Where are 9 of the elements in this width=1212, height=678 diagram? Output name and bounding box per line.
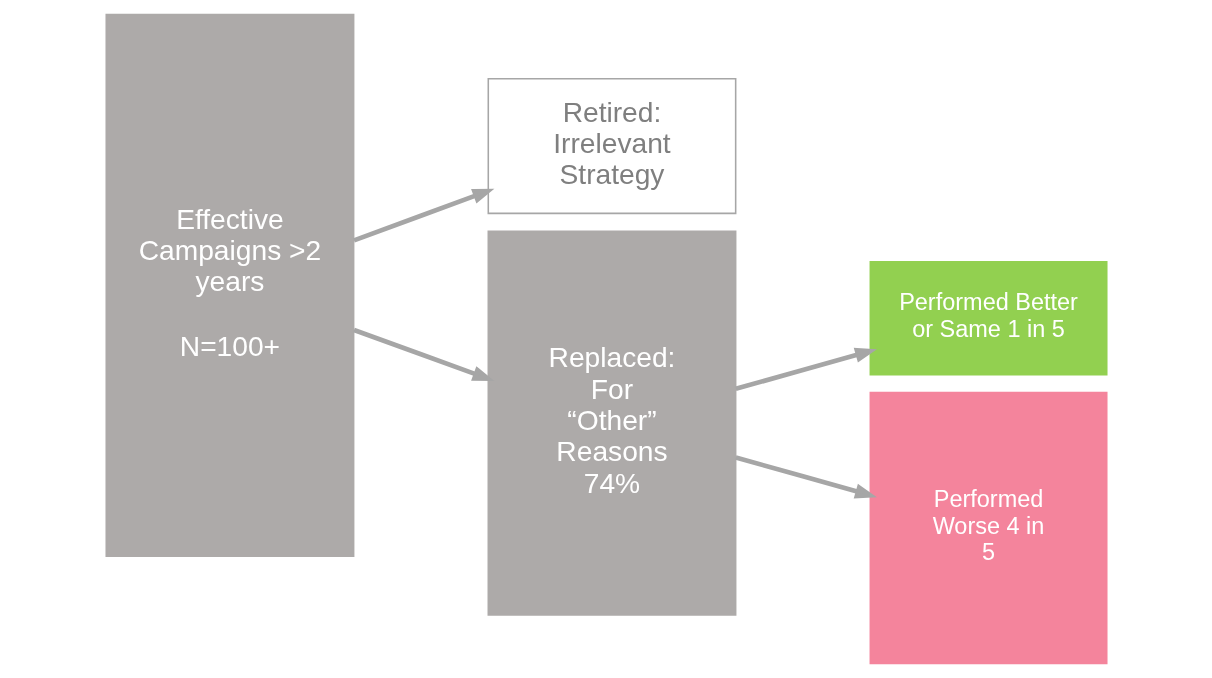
arrow: [734, 455, 877, 499]
arrow: [352, 188, 494, 243]
node-box: Retired: Irrelevant Strategy: [487, 77, 736, 215]
node-box: Performed Worse 4 in 5: [869, 391, 1108, 665]
node-box: Effective Campaigns >2 years N=100+: [104, 13, 354, 558]
node-box: Performed Better or Same 1 in 5: [869, 261, 1108, 376]
node-box: Replaced: For “Other” Reasons 74%: [487, 230, 736, 616]
arrow: [734, 347, 877, 392]
arrow: [352, 327, 494, 381]
